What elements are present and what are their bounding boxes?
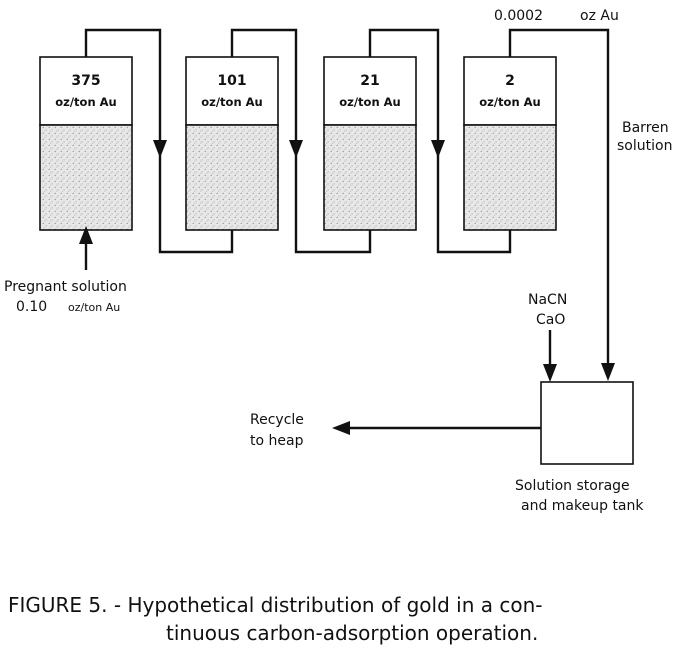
- tank-4-gold-value: 2: [505, 73, 515, 89]
- tank-2-gold-unit: oz/ton Au: [201, 95, 262, 109]
- carbon-tank-4: 2 oz/ton Au: [463, 56, 557, 231]
- down-arrow-icon: [153, 140, 167, 158]
- tank-2-carbon-section: [185, 124, 279, 231]
- recycle-label-line2: to heap: [250, 433, 304, 449]
- outlet-gold-value: 0.0002: [494, 8, 543, 24]
- figure-caption-line2: tinuous carbon-adsorption operation.: [166, 621, 538, 645]
- tank-2-solution-section: [185, 56, 279, 126]
- solution-storage-tank: [540, 381, 634, 465]
- storage-tank-label-line2: and makeup tank: [521, 498, 644, 514]
- down-arrow-icon: [543, 364, 557, 382]
- barren-solution-label-line2: solution: [617, 138, 672, 154]
- tank-3-carbon-section: [323, 124, 417, 231]
- left-arrow-icon: [332, 421, 350, 435]
- storage-tank-label-line1: Solution storage: [515, 478, 630, 494]
- tank-1-gold-value: 375: [71, 73, 100, 89]
- tank-4-gold-unit: oz/ton Au: [479, 95, 540, 109]
- carbon-tank-2: 101 oz/ton Au: [185, 56, 279, 231]
- carbon-tank-3: 21 oz/ton Au: [323, 56, 417, 231]
- tank-1-carbon-section: [39, 124, 133, 231]
- barren-solution-label-line1: Barren: [622, 120, 669, 136]
- pregnant-solution-gold-unit: oz/ton Au: [68, 301, 120, 314]
- tank-2-gold-value: 101: [217, 73, 246, 89]
- tank-1-gold-unit: oz/ton Au: [55, 95, 116, 109]
- tank-1-solution-section: [39, 56, 133, 126]
- tank-4-carbon-section: [463, 124, 557, 231]
- carbon-tank-1: 375 oz/ton Au: [39, 56, 133, 231]
- recycle-label-line1: Recycle: [250, 412, 304, 428]
- up-arrow-icon: [79, 226, 93, 244]
- down-arrow-icon: [601, 363, 615, 381]
- figure-caption-line1: FIGURE 5. - Hypothetical distribution of…: [8, 593, 542, 617]
- tank-3-gold-value: 21: [360, 73, 379, 89]
- reagent-label-line2: CaO: [536, 312, 565, 328]
- tank-3-gold-unit: oz/ton Au: [339, 95, 400, 109]
- pipe-barren-outlet: [508, 28, 610, 368]
- pregnant-solution-label: Pregnant solution: [4, 279, 127, 295]
- tank-3-solution-section: [323, 56, 417, 126]
- outlet-gold-unit: oz Au: [580, 8, 619, 24]
- tank-4-solution-section: [463, 56, 557, 126]
- pregnant-solution-gold-value: 0.10: [16, 299, 47, 315]
- reagent-label-line1: NaCN: [528, 292, 567, 308]
- down-arrow-icon: [289, 140, 303, 158]
- down-arrow-icon: [431, 140, 445, 158]
